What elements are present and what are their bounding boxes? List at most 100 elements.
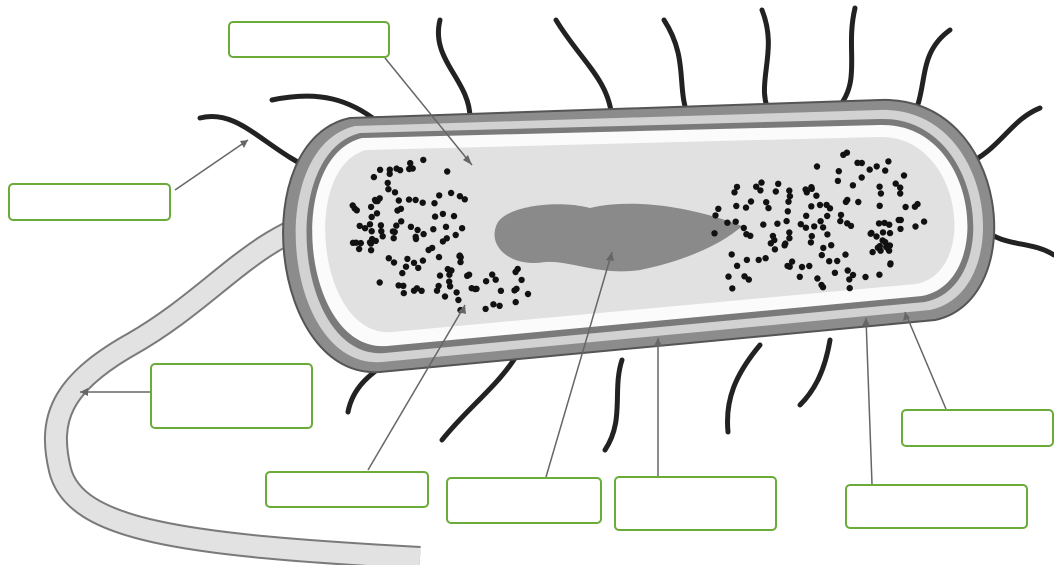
ribosome-dot xyxy=(357,223,363,229)
ribosome-dot xyxy=(880,229,886,235)
ribosome-dot xyxy=(350,202,356,208)
ribosome-dot xyxy=(430,226,436,232)
ribosome-dot xyxy=(444,168,450,174)
ribosome-dot xyxy=(414,227,420,233)
ribosome-dot xyxy=(848,223,854,229)
ribosome-dot xyxy=(896,217,902,223)
ribosome-dot xyxy=(760,221,766,227)
label-box-bottom-2[interactable] xyxy=(446,477,602,524)
ribosome-dot xyxy=(887,242,893,248)
label-box-flagellum[interactable] xyxy=(150,363,313,429)
ribosome-dot xyxy=(819,252,825,258)
ribosome-dot xyxy=(806,263,812,269)
ribosome-dot xyxy=(744,257,750,263)
ribosome-dot xyxy=(443,224,449,230)
ribosome-dot xyxy=(774,221,780,227)
ribosome-dot xyxy=(367,221,373,227)
ribosome-dot xyxy=(397,167,403,173)
ribosome-dot xyxy=(725,273,731,279)
pilus xyxy=(727,345,760,432)
ribosome-dot xyxy=(876,184,882,190)
ribosome-dot xyxy=(897,190,903,196)
ribosome-dot xyxy=(809,233,815,239)
ribosome-dot xyxy=(868,230,874,236)
ribosome-dot xyxy=(715,206,721,212)
ribosome-dot xyxy=(757,187,763,193)
label-box-right[interactable] xyxy=(901,409,1054,447)
ribosome-dot xyxy=(741,225,747,231)
ribosome-dot xyxy=(876,272,882,278)
ribosome-dot xyxy=(756,257,762,263)
ribosome-dot xyxy=(902,204,908,210)
label-box-left[interactable] xyxy=(8,183,171,221)
label-box-top[interactable] xyxy=(228,21,390,58)
leader-line-left xyxy=(175,140,248,190)
ribosome-dot xyxy=(775,181,781,187)
ribosome-dot xyxy=(440,238,446,244)
ribosome-dot xyxy=(808,203,814,209)
ribosome-dot xyxy=(442,293,448,299)
ribosome-dot xyxy=(393,222,399,228)
ribosome-dot xyxy=(748,198,754,204)
ribosome-dot xyxy=(368,204,374,210)
ribosome-dot xyxy=(743,231,749,237)
ribosome-dot xyxy=(413,234,419,240)
ribosome-dot xyxy=(437,272,443,278)
ribosome-dot xyxy=(862,274,868,280)
ribosome-dot xyxy=(496,303,502,309)
ribosome-dot xyxy=(448,190,454,196)
label-box-bottom-1[interactable] xyxy=(265,471,429,508)
ribosome-dot xyxy=(797,274,803,280)
ribosome-dot xyxy=(483,278,489,284)
ribosome-dot xyxy=(446,278,452,284)
ribosome-dot xyxy=(731,189,737,195)
ribosome-dot xyxy=(813,193,819,199)
ribosome-dot xyxy=(385,180,391,186)
pilus xyxy=(838,8,855,108)
ribosome-dot xyxy=(453,232,459,238)
ribosome-dot xyxy=(724,220,730,226)
pilus xyxy=(762,10,772,118)
ribosome-dot xyxy=(377,167,383,173)
ribosome-dot xyxy=(789,258,795,264)
ribosome-dot xyxy=(513,286,519,292)
ribosome-dot xyxy=(770,233,776,239)
ribosome-dot xyxy=(415,265,421,271)
ribosome-dot xyxy=(420,200,426,206)
ribosome-dot xyxy=(921,218,927,224)
ribosome-dot xyxy=(420,231,426,237)
ribosome-dot xyxy=(392,189,398,195)
ribosome-dot xyxy=(407,160,413,166)
ribosome-dot xyxy=(451,213,457,219)
ribosome-dot xyxy=(850,182,856,188)
ribosome-dot xyxy=(855,199,861,205)
ribosome-dot xyxy=(877,203,883,209)
ribosome-dot xyxy=(457,259,463,265)
ribosome-dot xyxy=(385,186,391,192)
ribosome-dot xyxy=(377,279,383,285)
label-box-bottom-4[interactable] xyxy=(845,484,1028,529)
ribosome-dot xyxy=(820,245,826,251)
ribosome-dot xyxy=(734,263,740,269)
ribosome-dot xyxy=(440,211,446,217)
ribosome-dot xyxy=(741,273,747,279)
ribosome-dot xyxy=(406,166,412,172)
ribosome-dot xyxy=(412,197,418,203)
ribosome-dot xyxy=(358,240,364,246)
ribosome-dot xyxy=(513,299,519,305)
pilus xyxy=(800,340,830,405)
label-box-bottom-3[interactable] xyxy=(614,476,777,531)
ribosome-dot xyxy=(897,184,903,190)
ribosome-dot xyxy=(808,184,814,190)
ribosome-dot xyxy=(372,197,378,203)
ribosome-dot xyxy=(411,260,417,266)
ribosome-dot xyxy=(799,264,805,270)
ribosome-dot xyxy=(786,187,792,193)
ribosome-dot xyxy=(493,277,499,283)
ribosome-dot xyxy=(854,160,860,166)
ribosome-dot xyxy=(847,285,853,291)
ribosome-dot xyxy=(369,228,375,234)
ribosome-dot xyxy=(466,272,472,278)
ribosome-dot xyxy=(398,218,404,224)
ribosome-dot xyxy=(877,243,883,249)
